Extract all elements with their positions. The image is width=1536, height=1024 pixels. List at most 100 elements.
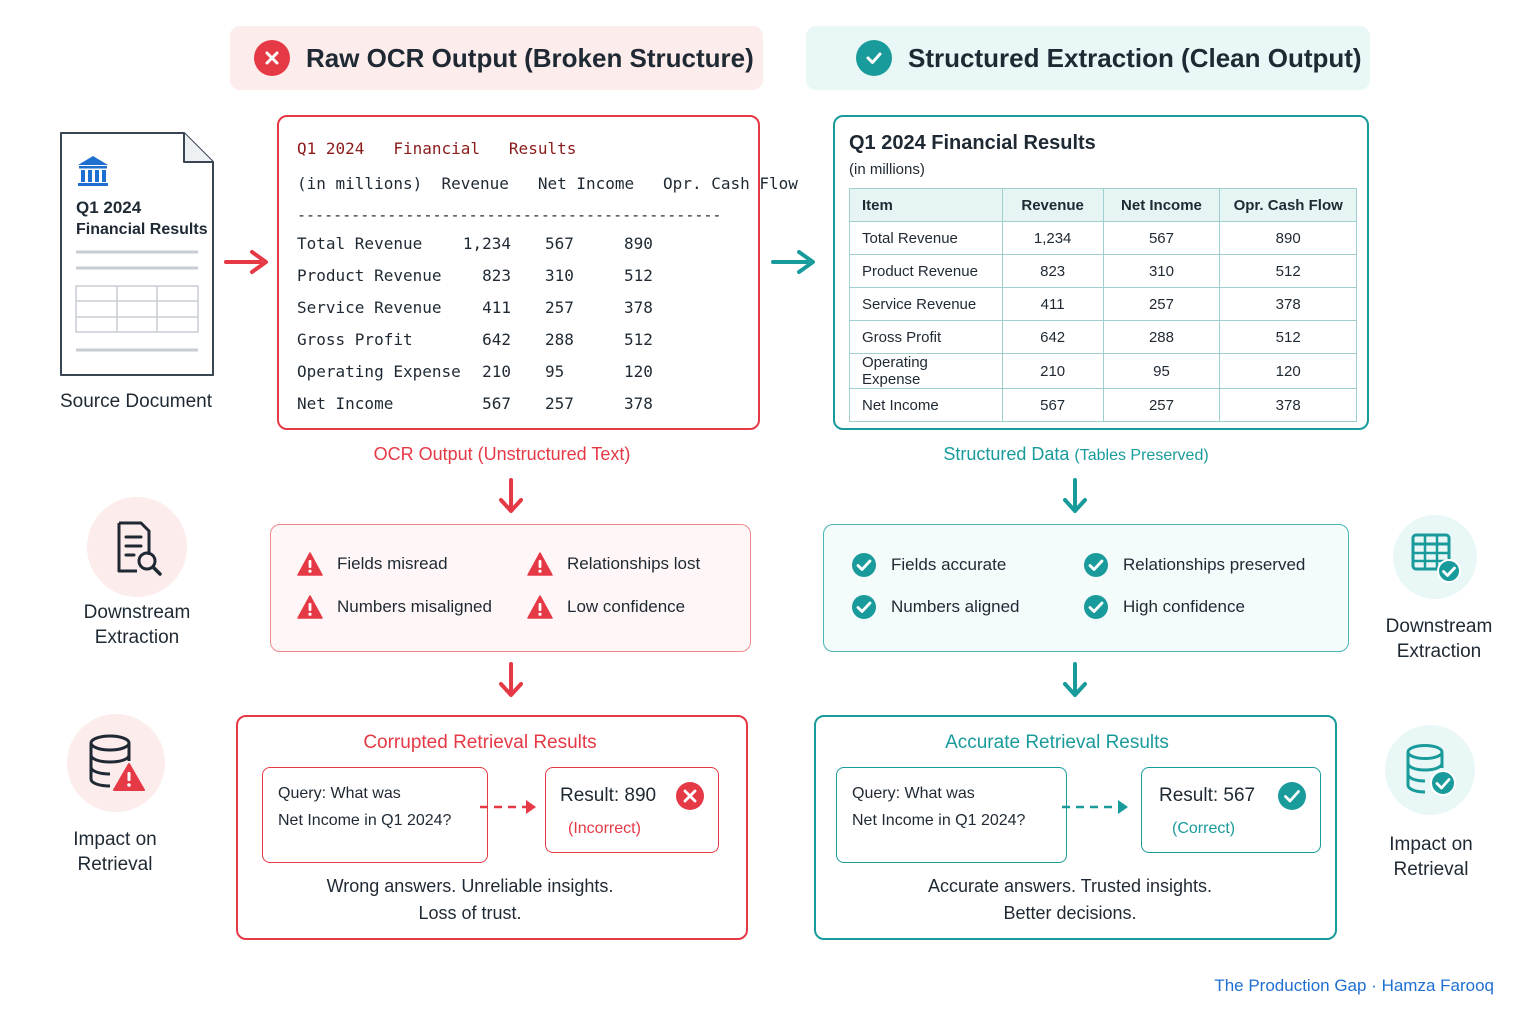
table-cell: 512 bbox=[1219, 254, 1357, 288]
dashed-arrow-teal bbox=[1062, 800, 1128, 814]
benefit-label: High confidence bbox=[1123, 597, 1245, 616]
query-text-line2: Net Income in Q1 2024? bbox=[852, 812, 1026, 829]
ocr-cell-net-income: 257 bbox=[545, 298, 574, 317]
impact-label-line1: Impact on bbox=[73, 829, 157, 850]
check-circle-icon bbox=[1084, 595, 1108, 619]
query-text-line1: What was bbox=[904, 785, 975, 802]
arrow-down-red bbox=[499, 662, 523, 697]
document-icon bbox=[60, 132, 214, 376]
structured-subtitle: (in millions) bbox=[849, 161, 925, 178]
right-header: Structured Extraction (Clean Output) bbox=[806, 26, 1370, 90]
downstream-label-line2: Extraction bbox=[94, 627, 180, 648]
ocr-cell-cash-flow: 378 bbox=[624, 298, 653, 317]
table-cell: 411 bbox=[1001, 287, 1104, 321]
query-text-line1: What was bbox=[330, 785, 401, 802]
downstream-label-left: Downstream Extraction bbox=[56, 600, 218, 650]
arrow-down-teal bbox=[1063, 478, 1087, 513]
ocr-cell-net-income: 95 bbox=[545, 362, 565, 381]
table-cell: 257 bbox=[1102, 388, 1221, 422]
benefit-label: Fields accurate bbox=[891, 555, 1007, 574]
structured-caption-main: Structured Data bbox=[943, 444, 1070, 464]
ocr-header-line: (in millions) Revenue Net Income Opr. Ca… bbox=[297, 174, 798, 193]
ocr-output-box: Q1 2024 Financial Results (in millions) … bbox=[277, 115, 798, 430]
table-cell: Net Income bbox=[849, 388, 1003, 422]
result-status: (Incorrect) bbox=[568, 820, 641, 837]
arrow-right-red bbox=[224, 250, 268, 274]
column-header: Item bbox=[849, 188, 1003, 222]
table-cell: 378 bbox=[1219, 388, 1357, 422]
warning-icon bbox=[527, 595, 553, 619]
table-cell: 210 bbox=[1001, 353, 1104, 389]
ocr-cell-item: Operating Expense bbox=[297, 362, 461, 381]
ocr-cell-cash-flow: 512 bbox=[624, 330, 653, 349]
table-cell: 257 bbox=[1102, 287, 1221, 321]
table-cell: 567 bbox=[1001, 388, 1104, 422]
table-cell: 642 bbox=[1001, 320, 1104, 354]
table-cell: 95 bbox=[1102, 353, 1221, 389]
result-value: Result: 890 bbox=[560, 785, 657, 806]
table-cell: 310 bbox=[1102, 254, 1221, 288]
issues-box: Fields misread Relationships lost Number… bbox=[270, 524, 751, 652]
source-doc-title-line2: Financial Results bbox=[76, 221, 208, 238]
table-cell: 120 bbox=[1219, 353, 1357, 389]
warning-icon bbox=[297, 552, 323, 576]
ocr-separator: ----------------------------------------… bbox=[297, 206, 722, 224]
result-box: Result: 567 (Correct) bbox=[1141, 767, 1321, 853]
table-cell: Total Revenue bbox=[849, 221, 1003, 255]
benefit-label: Relationships preserved bbox=[1123, 555, 1306, 574]
check-icon bbox=[856, 40, 892, 76]
column-header: Opr. Cash Flow bbox=[1219, 188, 1357, 222]
summary-line1: Wrong answers. Unreliable insights. bbox=[326, 876, 614, 896]
summary-line1: Accurate answers. Trusted insights. bbox=[927, 876, 1213, 896]
downstream-label-right: Downstream Extraction bbox=[1358, 614, 1520, 664]
benefit-item: High confidence bbox=[1083, 594, 1245, 620]
ocr-cell-item: Gross Profit bbox=[297, 330, 413, 349]
arrow-right-teal bbox=[771, 250, 815, 274]
table-header-row: Item Revenue Net Income Opr. Cash Flow bbox=[849, 188, 1357, 222]
benefit-item: Relationships preserved bbox=[1083, 552, 1305, 578]
left-header: Raw OCR Output (Broken Structure) bbox=[230, 26, 763, 90]
column-header: Net Income bbox=[1102, 188, 1221, 222]
summary-line2: Better decisions. bbox=[1003, 903, 1137, 923]
accurate-retrieval-box: Accurate Retrieval Results Query: What w… bbox=[814, 715, 1337, 940]
result-box: Result: 890 (Incorrect) bbox=[545, 767, 719, 853]
table-cell: 512 bbox=[1219, 320, 1357, 354]
structured-table: Item Revenue Net Income Opr. Cash Flow T… bbox=[849, 188, 1357, 422]
ocr-caption: OCR Output (Unstructured Text) bbox=[373, 444, 631, 464]
issue-label: Relationships lost bbox=[567, 554, 701, 573]
table-check-icon bbox=[1411, 533, 1461, 583]
structured-caption: Structured Data (Tables Preserved) bbox=[833, 444, 1319, 465]
ocr-cell-revenue: 823 bbox=[482, 266, 511, 285]
impact-label-line2: Retrieval bbox=[1393, 859, 1469, 880]
structured-output-box: Q1 2024 Financial Results (in millions) … bbox=[833, 115, 1369, 430]
impact-label-right: Impact on Retrieval bbox=[1350, 832, 1512, 882]
impact-label-line2: Retrieval bbox=[77, 854, 153, 875]
ocr-cell-cash-flow: 120 bbox=[624, 362, 653, 381]
table-cell: 890 bbox=[1219, 221, 1357, 255]
result-value: Result: 567 bbox=[1159, 785, 1256, 806]
structured-title: Q1 2024 Financial Results bbox=[849, 132, 1096, 154]
summary-line2: Loss of trust. bbox=[418, 903, 522, 923]
ocr-cell-revenue: 210 bbox=[482, 362, 511, 381]
issue-item: Relationships lost bbox=[527, 552, 700, 576]
table-cell: 567 bbox=[1102, 221, 1221, 255]
left-header-title: Raw OCR Output (Broken Structure) bbox=[306, 42, 754, 73]
query-box: Query: What was Net Income in Q1 2024? bbox=[262, 767, 488, 863]
impact-icon-circle-right bbox=[1385, 725, 1475, 815]
impact-label-line1: Impact on bbox=[1389, 834, 1473, 855]
table-cell: Service Revenue bbox=[849, 287, 1003, 321]
downstream-icon-circle-right bbox=[1393, 515, 1477, 599]
corrupted-summary: Wrong answers. Unreliable insights. Loss… bbox=[238, 873, 702, 927]
impact-label-left: Impact on Retrieval bbox=[34, 827, 196, 877]
downstream-label-line2: Extraction bbox=[1396, 641, 1482, 662]
corrupted-retrieval-box: Corrupted Retrieval Results Query: What … bbox=[236, 715, 748, 940]
check-circle-icon bbox=[852, 595, 876, 619]
table-cell: 288 bbox=[1102, 320, 1221, 354]
downstream-icon-circle bbox=[87, 497, 187, 597]
table-cell: Operating Expense bbox=[849, 353, 1003, 389]
